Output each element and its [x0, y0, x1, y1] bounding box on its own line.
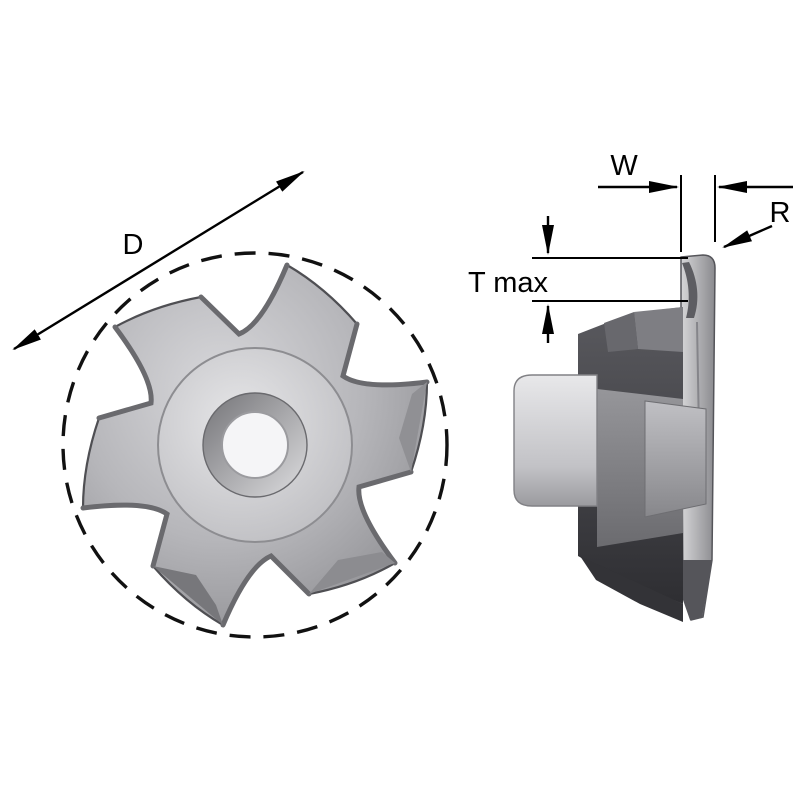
- dimension-w: W: [598, 150, 793, 252]
- diameter-dimension-line: [12, 170, 305, 351]
- insert-pocket-groove: [682, 262, 698, 318]
- tooth-facet: [399, 382, 427, 472]
- side-view: [513, 254, 716, 622]
- radius-leader-arrow: [722, 224, 773, 249]
- flange-facet: [604, 312, 638, 352]
- dimension-r: R: [722, 197, 791, 249]
- tooth-facet: [153, 566, 223, 625]
- dimension-d: D: [12, 170, 305, 351]
- width-label: W: [610, 150, 638, 182]
- flange-facet: [634, 307, 683, 352]
- tooth-facet: [309, 552, 395, 594]
- front-view: [61, 251, 449, 639]
- diameter-label: D: [123, 229, 144, 261]
- insert-side: [644, 400, 707, 518]
- arbor-hub: [513, 374, 598, 507]
- tmax-label: T max: [468, 267, 549, 299]
- disc-bottom-shadow: [683, 560, 712, 620]
- dimension-tmax: T max: [468, 216, 688, 343]
- center-bore-hole: [221, 411, 289, 479]
- lower-tooth-shadow: [580, 556, 683, 622]
- radius-label: R: [770, 197, 791, 229]
